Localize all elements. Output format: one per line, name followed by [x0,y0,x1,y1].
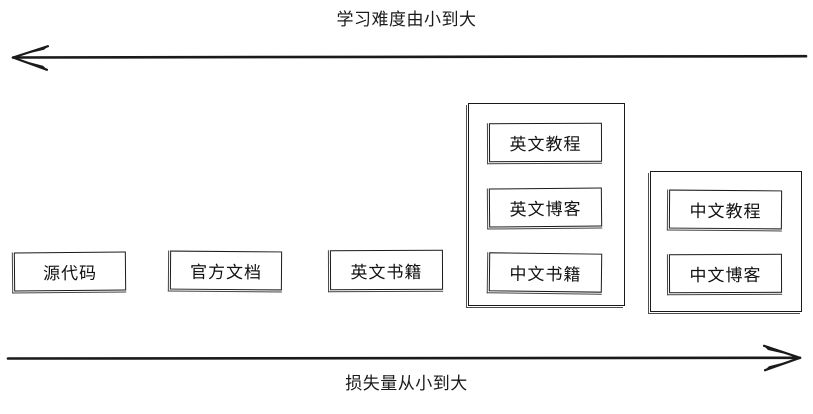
node-english-blog[interactable]: 英文博客 [488,187,603,228]
node-english-tutorial[interactable]: 英文教程 [488,122,603,163]
bottom-axis-label: 损失量从小到大 [345,374,468,394]
node-source-code[interactable]: 源代码 [13,251,127,292]
node-label: 中文博客 [689,265,762,287]
node-label: 中文书籍 [509,264,582,286]
node-official-docs[interactable]: 官方文档 [169,250,283,291]
node-label: 英文博客 [509,199,582,221]
node-label: 源代码 [42,263,98,285]
group-english-stack: 英文教程 英文博客 中文书籍 [466,103,625,308]
node-chinese-tutorial[interactable]: 中文教程 [668,189,783,230]
top-axis-label: 学习难度由小到大 [336,10,477,30]
group-chinese-stack: 中文教程 中文博客 [648,171,802,314]
node-label: 官方文档 [189,262,263,284]
node-english-books[interactable]: 英文书籍 [329,249,444,291]
node-chinese-books[interactable]: 中文书籍 [488,252,603,293]
arrow-right-icon [6,344,802,372]
arrow-left-icon [11,45,808,71]
node-label: 中文教程 [689,201,762,223]
node-label: 英文书籍 [350,262,423,283]
top-axis-arrow [0,38,813,78]
bottom-axis-arrow [0,338,813,378]
node-label: 英文教程 [509,134,582,156]
node-chinese-blog[interactable]: 中文博客 [668,253,783,294]
